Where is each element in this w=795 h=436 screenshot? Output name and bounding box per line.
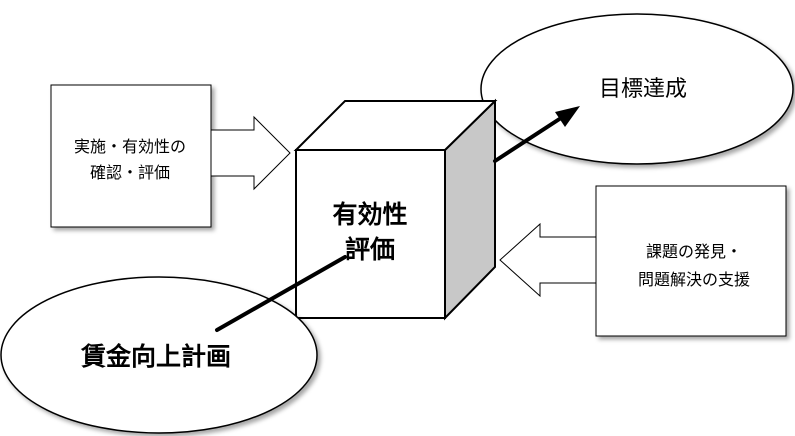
goal-ellipse: 目標達成 — [480, 13, 794, 165]
right-box-line2: 問題解決の支援 — [638, 270, 750, 289]
cube-line2: 評価 — [345, 235, 395, 264]
left-box-line1: 実施・有効性の — [74, 137, 186, 156]
right-box-line1: 課題の発見・ — [646, 242, 742, 261]
plan-label: 賃金向上計画 — [80, 342, 231, 371]
right-hollow-arrow — [499, 222, 597, 298]
plan-to-cube-line — [215, 255, 347, 332]
cube-front-face — [295, 149, 446, 319]
arrowhead-icon — [555, 106, 580, 127]
left-box-line2: 確認・評価 — [90, 163, 170, 182]
left-info-box: 実施・有効性の 確認・評価 — [50, 84, 212, 228]
cube-line1: 有効性 — [332, 200, 407, 229]
evaluation-cube: 有効性 評価 — [293, 98, 498, 321]
goal-label: 目標達成 — [599, 77, 687, 102]
right-info-box: 課題の発見・ 問題解決の支援 — [595, 185, 787, 337]
left-hollow-arrow — [210, 115, 291, 191]
cube-to-goal-arrow — [493, 116, 563, 163]
